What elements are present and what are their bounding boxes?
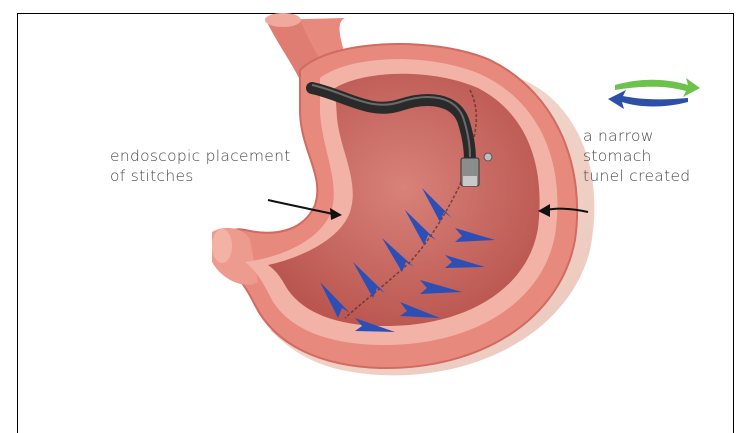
stitches-label-line2: of stitches: [110, 166, 291, 186]
stitches-label: endoscopic placement of stitches: [110, 146, 291, 186]
rotation-arrows-icon: [608, 78, 700, 109]
tunnel-label: a narrow stomach tunel created: [583, 126, 690, 186]
tunnel-label-line1: a narrow: [583, 126, 690, 146]
tunnel-label-line2: stomach: [583, 146, 690, 166]
stitches-label-line1: endoscopic placement: [110, 146, 291, 166]
tunnel-label-line3: tunel created: [583, 166, 690, 186]
